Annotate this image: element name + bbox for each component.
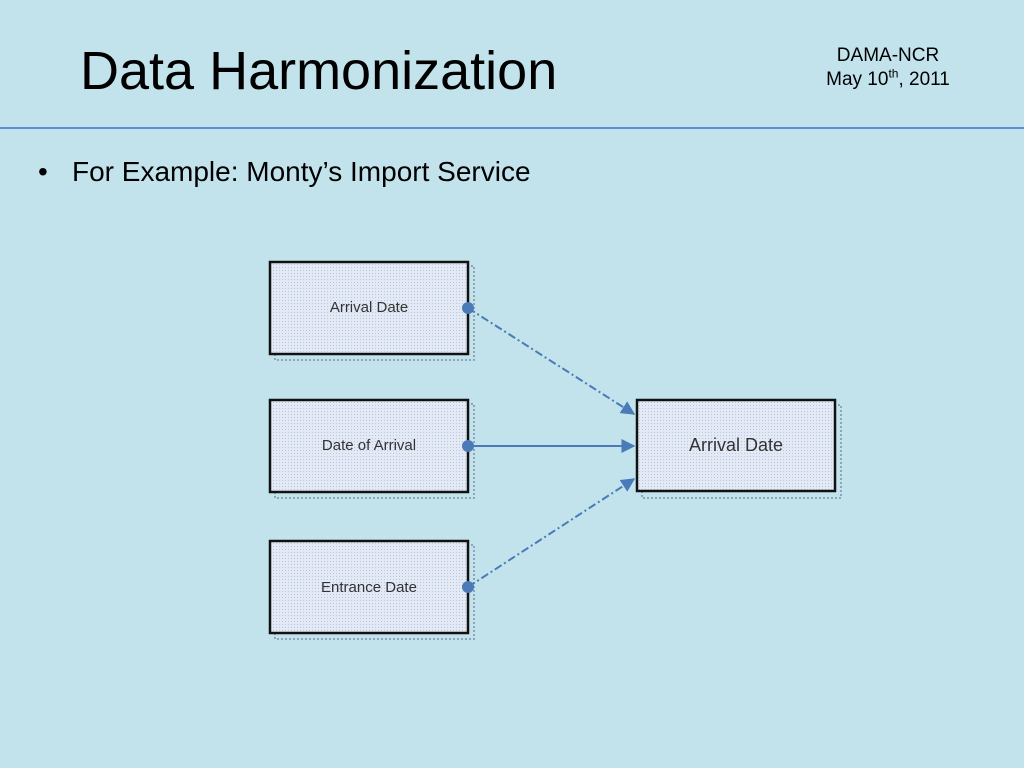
title-divider bbox=[0, 127, 1024, 129]
org-label: DAMA-NCR bbox=[836, 45, 940, 66]
connector-start-dot bbox=[462, 302, 474, 314]
slide-title: Data Harmonization bbox=[80, 41, 558, 101]
bullet-marker: • bbox=[38, 156, 48, 187]
bullet-text: For Example: Monty’s Import Service bbox=[72, 156, 531, 187]
slide-meta: DAMA-NCR May 10th, 2011 bbox=[790, 44, 986, 92]
source-box-arrival-date: Arrival Date bbox=[268, 260, 475, 361]
connector-1 bbox=[462, 302, 636, 415]
source-label: Date of Arrival bbox=[322, 437, 416, 454]
connector-2 bbox=[462, 439, 636, 453]
source-box-entrance-date: Entrance Date bbox=[268, 539, 475, 640]
connector-start-dot bbox=[462, 440, 474, 452]
source-label: Entrance Date bbox=[321, 579, 417, 596]
bullet-item: • For Example: Monty’s Import Service bbox=[38, 154, 531, 190]
date-label: May 10th, 2011 bbox=[826, 66, 950, 90]
source-label: Arrival Date bbox=[330, 299, 408, 316]
target-box-arrival-date: Arrival Date bbox=[635, 398, 842, 499]
target-label: Arrival Date bbox=[689, 435, 783, 455]
connector-start-dot bbox=[462, 581, 474, 593]
source-box-date-of-arrival: Date of Arrival bbox=[268, 398, 475, 499]
connector-3 bbox=[462, 478, 636, 593]
